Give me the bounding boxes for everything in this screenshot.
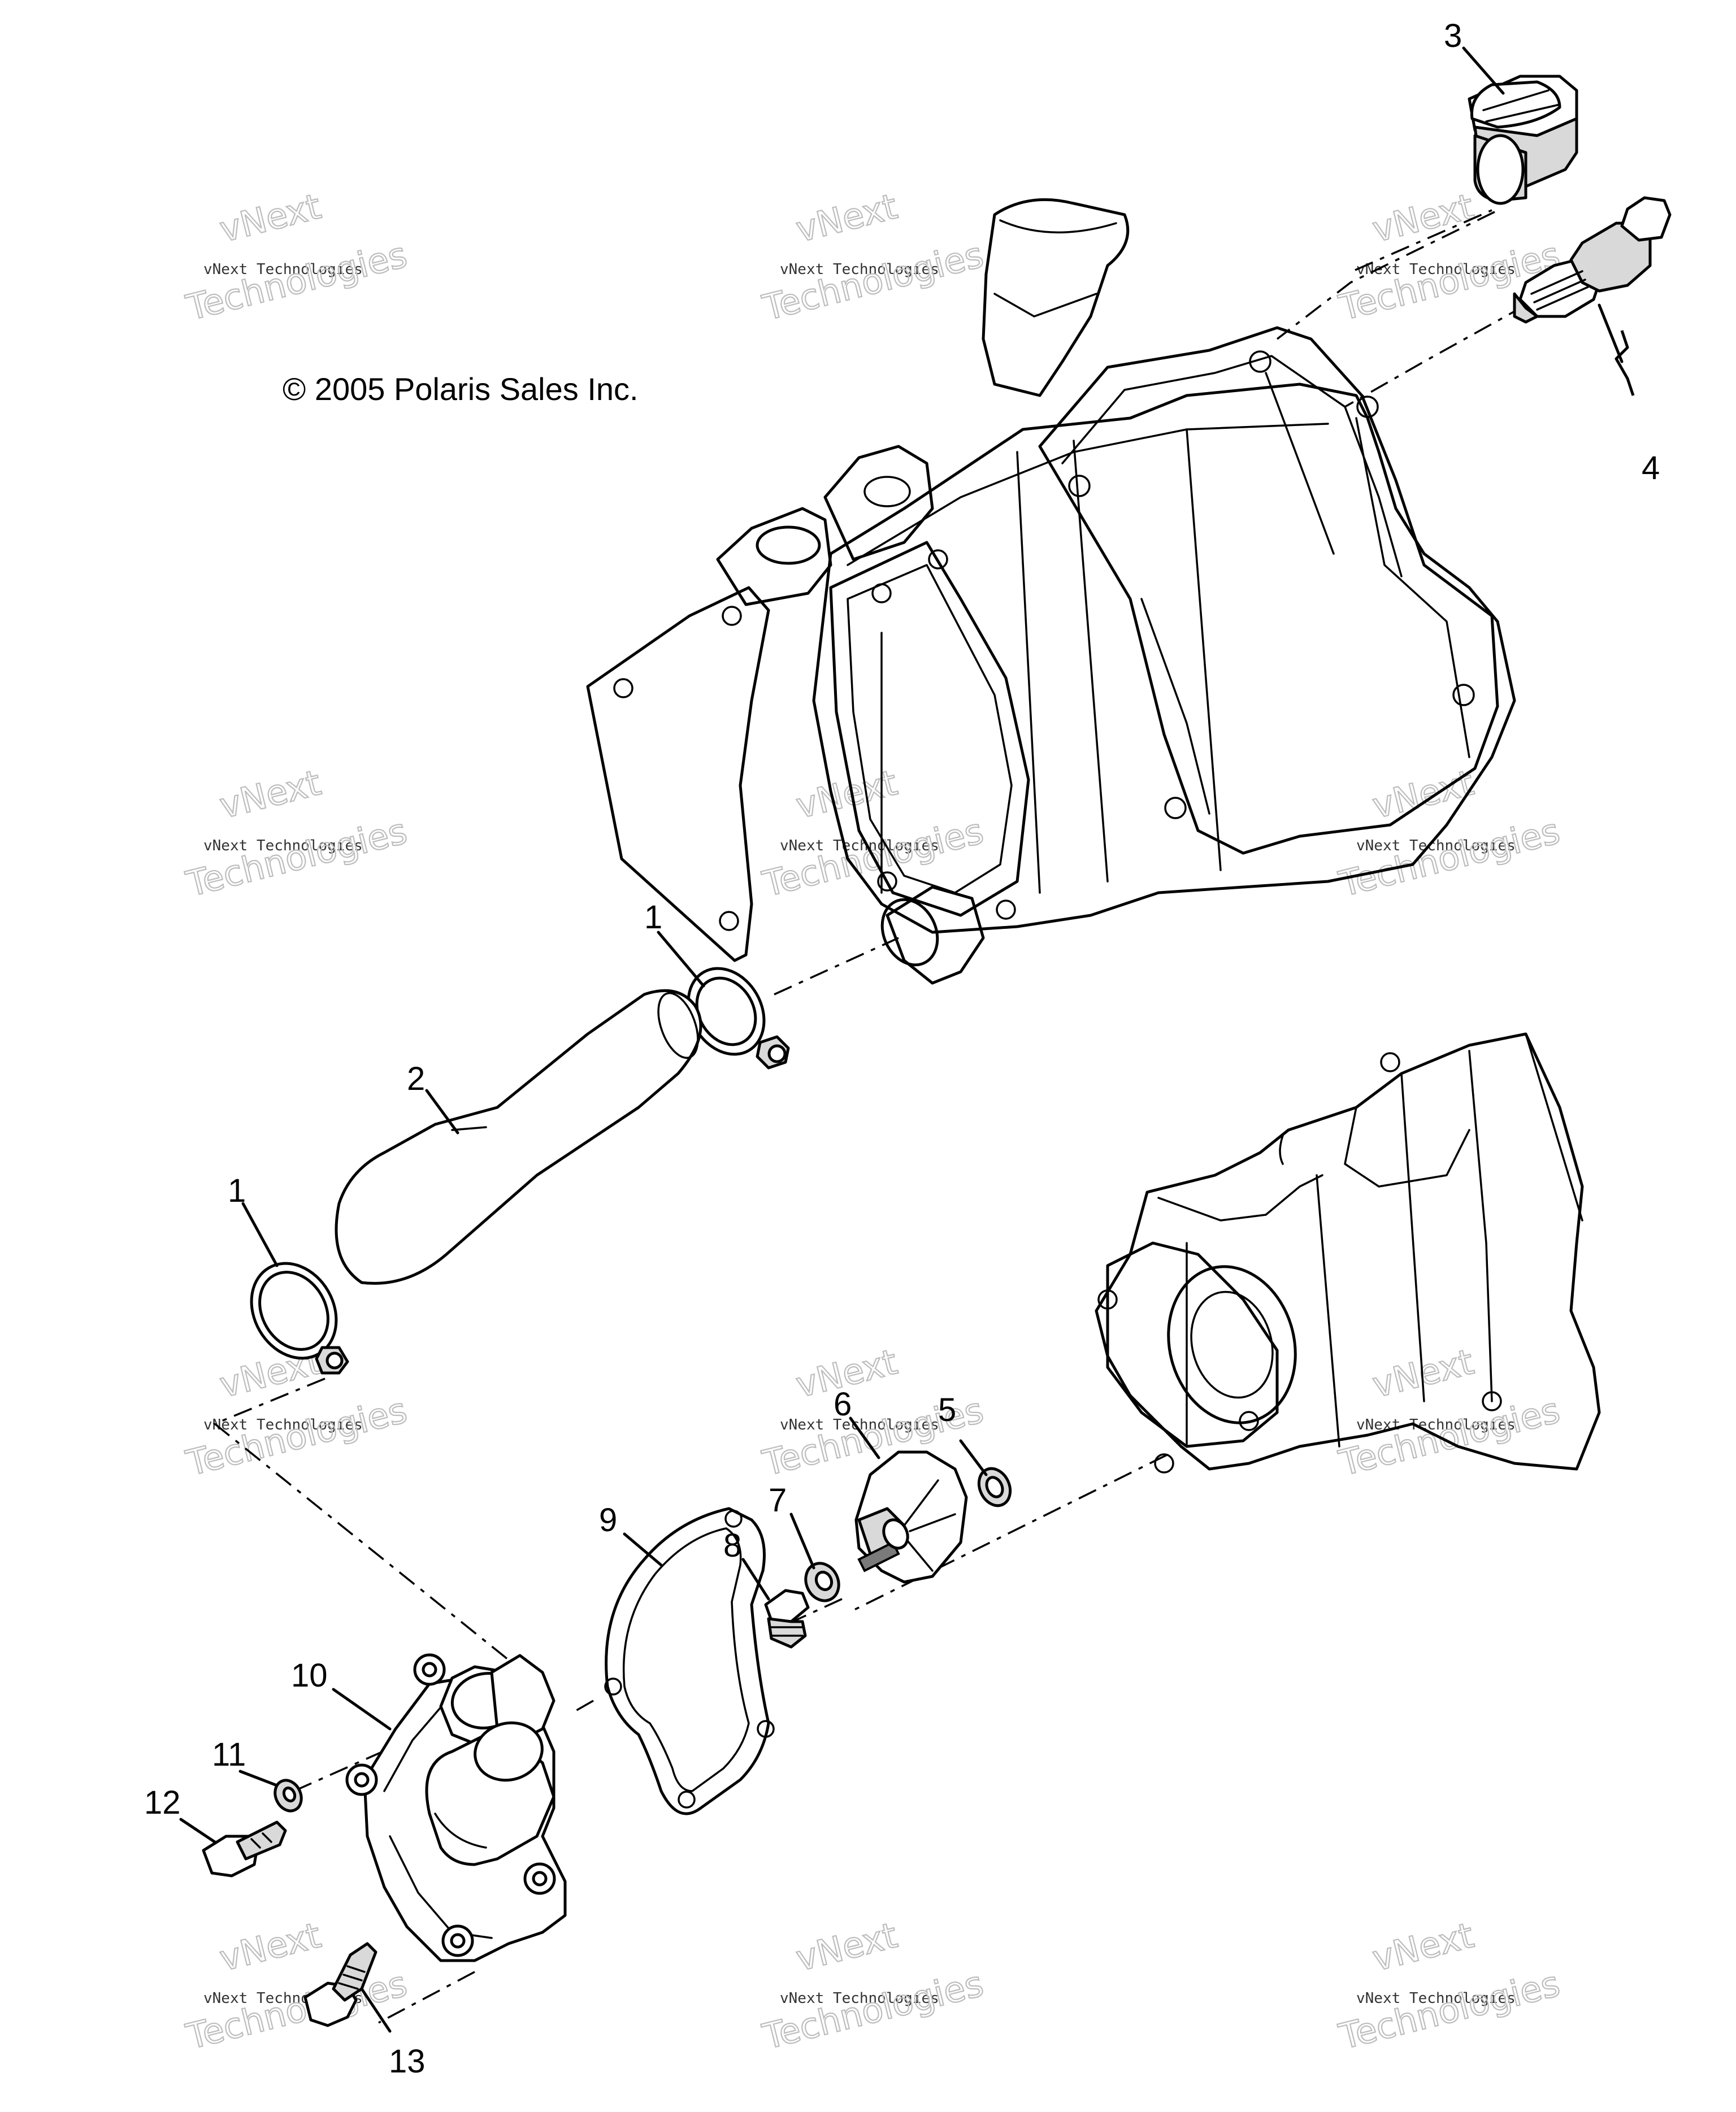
leader-lines [179,46,1624,2033]
watermark-line: vNext Technologies [203,261,363,278]
cover-washer-part [274,1779,303,1813]
watermark: vNext vNext Technologies Technologies [181,185,411,329]
watermark-big-top: vNext [215,185,324,250]
callout-2: 2 [407,1061,425,1097]
cover-bolt-part [202,1820,287,1878]
watermark: vNext vNext Technologies Technologies [181,761,411,905]
watermark-big-bottom: Technologies [182,234,411,328]
seal-nut-part [977,1467,1012,1507]
watermark-big-bottom: Technologies [758,1963,987,2057]
temperature-sensor-part [1513,196,1672,396]
callout-5: 5 [938,1392,956,1428]
hose-clamp-upper-part [687,967,790,1070]
watermark-big-top: vNext [792,1914,901,1979]
pump-gasket-part [604,1507,775,1815]
crankcase-outline [1095,1032,1601,1474]
callout-layer: 1 1 2 3 4 5 6 7 8 9 10 11 12 13 [144,18,1660,2080]
callout-3: 3 [1444,18,1462,54]
callout-6: 6 [834,1386,852,1423]
callout-12: 12 [144,1784,181,1821]
callout-11: 11 [212,1736,246,1773]
watermark: vNext vNext Technologies Technologies [181,1914,411,2058]
watermark-big-bottom: Technologies [758,234,987,328]
callout-9: 9 [599,1502,617,1539]
watermark-big-top: vNext [1368,762,1477,827]
washer-part [804,1562,840,1602]
watermark: vNext vNext Technologies Technologies [758,1914,988,2058]
impeller-part [854,1450,968,1584]
watermark-line: vNext Technologies [780,261,939,278]
watermark-big-bottom: Technologies [1335,1963,1564,2057]
watermark-line: vNext Technologies [203,1416,363,1433]
pump-cover-part [345,1653,567,1962]
thermostat-part [1468,75,1578,205]
callout-7: 7 [769,1482,787,1519]
pump-shaft-part [764,1589,810,1649]
watermark-big-top: vNext [1368,1914,1477,1979]
cover-stud-part [303,1942,377,2027]
watermark-big-top: vNext [215,762,324,827]
callout-13: 13 [389,2043,426,2080]
watermark: vNext vNext Technologies Technologies [181,1340,411,1484]
watermark-big-bottom: Technologies [1335,810,1564,905]
coolant-hose-part [335,989,702,1285]
watermark: vNext vNext Technologies Technologies [1334,1340,1564,1484]
center-lines [212,209,1526,2024]
callout-4: 4 [1642,450,1660,486]
callout-10: 10 [291,1657,328,1694]
callout-1-upper: 1 [644,899,662,936]
watermark-line: vNext Technologies [780,837,939,854]
hose-clamp-lower-part [250,1262,349,1375]
watermark-line: vNext Technologies [780,1990,939,2007]
watermark-big-bottom: Technologies [182,810,411,905]
watermark-big-top: vNext [1368,185,1477,250]
watermark: vNext vNext Technologies Technologies [758,185,988,329]
watermark-line: vNext Technologies [1356,837,1516,854]
cylinder-head-outline [586,198,1516,985]
watermark: vNext vNext Technologies Technologies [1334,761,1564,905]
watermark-big-bottom: Technologies [182,1389,411,1484]
watermark-big-top: vNext [792,185,901,250]
watermark-big-bottom: Technologies [1335,1389,1564,1484]
watermark-line: vNext Technologies [1356,261,1516,278]
watermark: vNext vNext Technologies Technologies [1334,1914,1564,2058]
copyright-text: © 2005 Polaris Sales Inc. [283,371,639,407]
callout-1-lower: 1 [228,1172,246,1209]
watermark-line: vNext Technologies [1356,1990,1516,2007]
watermark-big-top: vNext [215,1914,324,1979]
watermark-line: vNext Technologies [203,837,363,854]
watermark: vNext vNext Technologies Technologies [758,761,988,905]
callout-8: 8 [723,1527,741,1564]
